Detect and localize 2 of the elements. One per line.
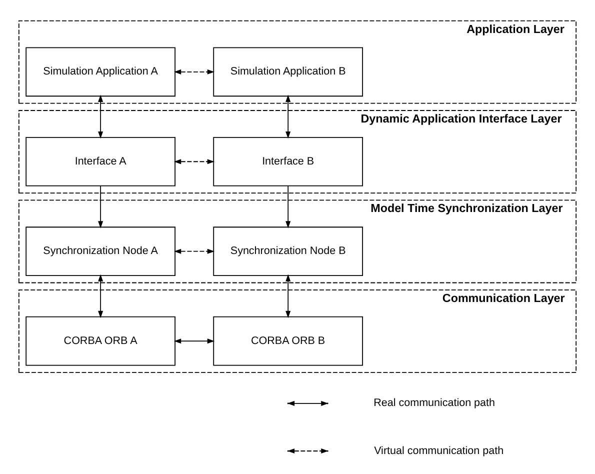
legend-label: Real communication path bbox=[374, 397, 495, 410]
legend-label: Virtual communication path bbox=[374, 444, 504, 457]
